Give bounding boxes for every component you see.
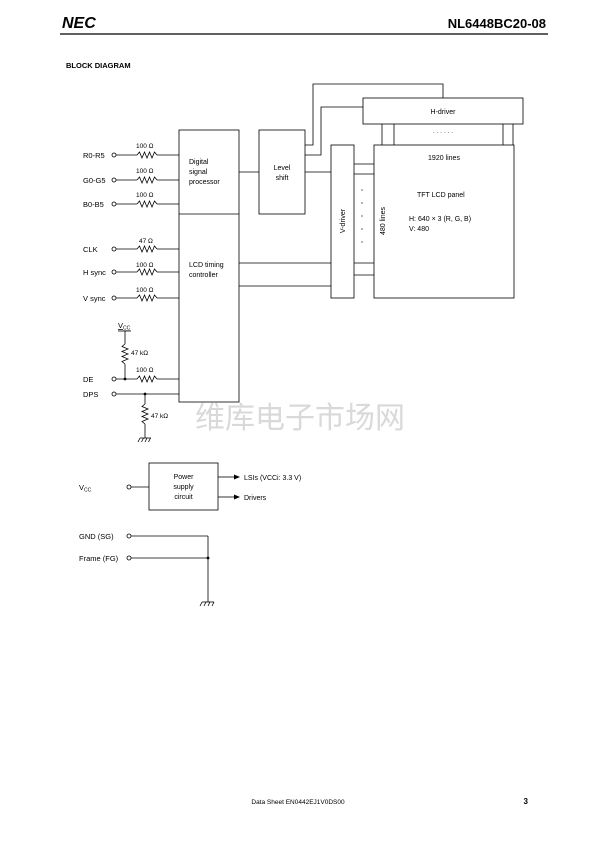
resistor-b xyxy=(136,199,158,209)
resistor-r xyxy=(136,150,158,160)
label-b: B0-B5 xyxy=(83,200,104,209)
label-hsync: H sync xyxy=(83,268,106,277)
footer-page: 3 xyxy=(524,797,529,806)
vdriver-label: V-driver xyxy=(340,208,347,233)
label-clk: CLK xyxy=(83,245,98,254)
timing-label-2: controller xyxy=(189,272,218,279)
terminal-b xyxy=(111,201,117,207)
terminal-g xyxy=(111,177,117,183)
value-g: 100 Ω xyxy=(136,168,154,175)
dsp-label-1: Digital xyxy=(189,159,209,166)
terminal-gnd xyxy=(126,533,132,539)
dsp-timing-box xyxy=(178,129,240,403)
terminal-clk xyxy=(111,246,117,252)
panel-title: TFT LCD panel xyxy=(417,192,465,199)
value-de-pullup: 47 kΩ xyxy=(131,350,148,357)
value-dps-pulldown: 47 kΩ xyxy=(151,413,168,420)
terminal-frame xyxy=(126,555,132,561)
value-clk: 47 Ω xyxy=(139,238,153,245)
panel-resolution-v: V: 480 xyxy=(409,226,429,233)
hdriver-dots: · · · · · · xyxy=(433,130,453,136)
terminal-vcc xyxy=(126,484,132,490)
value-vsync: 100 Ω xyxy=(136,287,154,294)
label-dps: DPS xyxy=(83,390,98,399)
section-title: BLOCK DIAGRAM xyxy=(66,61,131,70)
power-supply-box xyxy=(148,462,219,511)
resistor-g xyxy=(136,175,158,185)
dsp-label-2: signal xyxy=(189,169,208,176)
value-b: 100 Ω xyxy=(136,192,154,199)
terminal-dps xyxy=(111,391,117,397)
power-label-1: Power xyxy=(174,474,195,481)
hdriver-label: H-driver xyxy=(431,109,457,116)
part-number: NL6448BC20-08 xyxy=(448,16,546,31)
power-label-2: supply xyxy=(173,484,194,491)
value-r: 100 Ω xyxy=(136,143,154,150)
terminal-de xyxy=(111,376,117,382)
tft-panel-box xyxy=(373,144,515,299)
resistor-dps-pulldown xyxy=(140,403,150,425)
label-g: G0-G5 xyxy=(83,176,106,185)
label-gnd: GND (SG) xyxy=(79,532,114,541)
label-vsync: V sync xyxy=(83,294,106,303)
output-drivers: Drivers xyxy=(244,495,267,502)
dsp-label-3: processor xyxy=(189,179,220,186)
level-shift-box xyxy=(258,129,306,215)
terminal-r xyxy=(111,152,117,158)
footer-doc: Data Sheet EN0442EJ1V0DS00 xyxy=(251,799,345,806)
resistor-de-pullup xyxy=(120,343,130,365)
label-de: DE xyxy=(83,375,93,384)
label-frame: Frame (FG) xyxy=(79,554,119,563)
resistor-de xyxy=(136,374,158,384)
level-shift-label-1: Level xyxy=(274,165,291,172)
label-r: R0-R5 xyxy=(83,151,105,160)
resistor-clk xyxy=(136,244,158,254)
level-shift-label-2: shift xyxy=(276,175,289,182)
arrow-drivers xyxy=(234,494,240,500)
panel-lines-top: 1920 lines xyxy=(428,155,460,162)
panel-lines-side: 480 lines xyxy=(380,206,387,235)
arrow-lsi xyxy=(234,474,240,480)
timing-label-1: LCD timing xyxy=(189,262,224,269)
nec-logo: NEC xyxy=(62,15,96,32)
value-hsync: 100 Ω xyxy=(136,262,154,269)
output-lsi: LSIs (VCCi: 3.3 V) xyxy=(244,475,301,482)
power-label-3: circuit xyxy=(174,494,192,501)
panel-resolution-h: H: 640 × 3 (R, G, B) xyxy=(409,216,471,223)
terminal-hsync xyxy=(111,269,117,275)
resistor-vsync xyxy=(136,293,158,303)
value-de: 100 Ω xyxy=(136,367,154,374)
watermark: 维库电子市场网 xyxy=(195,401,405,436)
terminal-vsync xyxy=(111,295,117,301)
resistor-hsync xyxy=(136,267,158,277)
label-vcc-supply: VCC xyxy=(79,483,92,494)
vdriver-box xyxy=(330,144,355,299)
label-vcc-pullup: VCC xyxy=(118,321,131,332)
